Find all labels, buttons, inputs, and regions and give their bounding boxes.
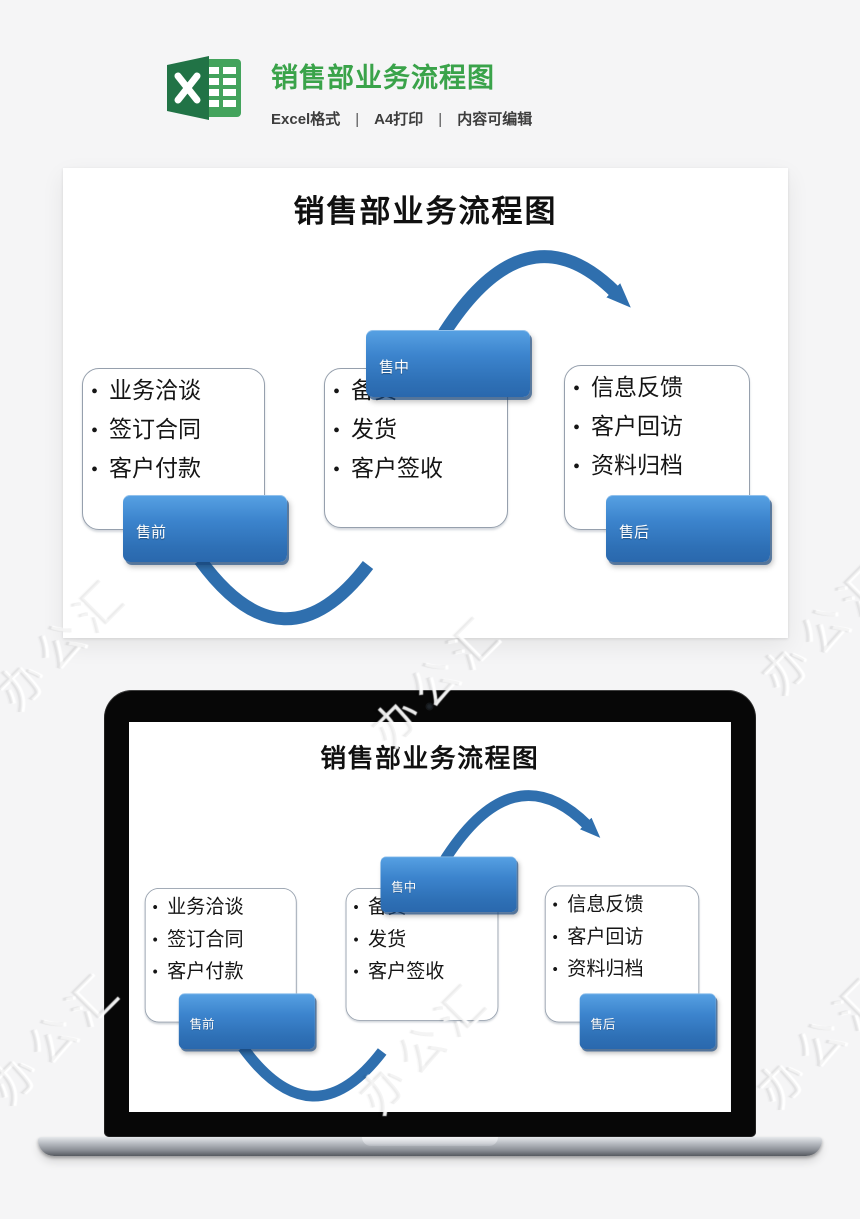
- meta-editable: 内容可编辑: [457, 111, 533, 128]
- meta-print: A4打印: [374, 111, 424, 128]
- template-meta: Excel格式 | A4打印 | 内容可编辑: [271, 108, 532, 129]
- flow-arrows: [238, 790, 601, 1102]
- bullet-icon: •: [91, 420, 99, 442]
- stage-tab-midsale: 售中: [366, 330, 530, 397]
- slide-title: 销售部业务流程图: [320, 743, 540, 773]
- bullet-icon: •: [353, 931, 359, 950]
- arrow-mid-to-after: [435, 250, 631, 342]
- arc-pre-to-mid: [194, 556, 374, 626]
- list-item: •信息反馈: [573, 369, 749, 408]
- bullet-icon: •: [91, 459, 99, 481]
- slide-preview-card: 销售部业务流程图 •业务洽谈 •签订合同 •客户付款 •备货 •发货 •客户签收…: [63, 168, 788, 638]
- list-item: •客户付款: [152, 956, 296, 988]
- list-item: •信息反馈: [552, 889, 698, 921]
- list-item: •客户回访: [552, 921, 698, 953]
- watermark: 办公汇: [745, 964, 860, 1118]
- list-item: •业务洽谈: [91, 372, 264, 411]
- stage-tab-midsale: 售中: [380, 856, 517, 913]
- bullet-icon: •: [573, 378, 581, 400]
- bullet-icon: •: [353, 898, 359, 918]
- bullet-icon: •: [91, 381, 99, 403]
- excel-icon: [167, 56, 241, 120]
- meta-separator: |: [355, 111, 360, 128]
- bullet-icon: •: [152, 898, 159, 918]
- arc-pre-to-mid: [238, 1044, 387, 1102]
- template-title: 销售部业务流程图: [271, 63, 495, 93]
- bullet-icon: •: [152, 931, 159, 950]
- slide-title: 销售部业务流程图: [293, 194, 558, 229]
- header-text: 销售部业务流程图 Excel格式 | A4打印 | 内容可编辑: [271, 52, 532, 129]
- bullet-icon: •: [152, 963, 159, 982]
- bullet-icon: •: [552, 928, 559, 947]
- meta-separator: |: [438, 111, 443, 128]
- laptop-base: [38, 1137, 822, 1156]
- flowchart-slide-laptop: 销售部业务流程图 •业务洽谈 •签订合同 •客户付款 •备货 •发货 •客户签收: [129, 722, 731, 1112]
- list-item: •签订合同: [152, 924, 296, 956]
- stage-tab-presale: 售前: [178, 993, 315, 1050]
- list-item: •发货: [353, 924, 497, 956]
- bullet-icon: •: [552, 896, 559, 915]
- list-item: •客户签收: [333, 450, 507, 489]
- bullet-icon: •: [333, 381, 341, 403]
- laptop-screen: 销售部业务流程图 •业务洽谈 •签订合同 •客户付款 •备货 •发货 •客户签收: [129, 722, 731, 1112]
- list-item: •资料归档: [552, 954, 698, 986]
- laptop-notch: [362, 1137, 498, 1146]
- list-item: •发货: [333, 411, 507, 450]
- list-item: •客户回访: [573, 408, 749, 447]
- bullet-icon: •: [552, 961, 559, 980]
- list-item: •业务洽谈: [152, 891, 296, 923]
- bullet-icon: •: [353, 963, 359, 982]
- flowchart-slide: 销售部业务流程图 •业务洽谈 •签订合同 •客户付款 •备货 •发货 •客户签收…: [63, 168, 788, 638]
- bullet-icon: •: [573, 417, 581, 439]
- bullet-icon: •: [333, 459, 341, 481]
- meta-format: Excel格式: [271, 111, 341, 128]
- stage-tab-aftersale: 售后: [606, 495, 770, 562]
- webcam-icon: [426, 703, 433, 710]
- laptop-mockup: 销售部业务流程图 •业务洽谈 •签订合同 •客户付款 •备货 •发货 •客户签收: [104, 690, 756, 1137]
- bullet-icon: •: [573, 456, 581, 478]
- list-item: •客户付款: [91, 450, 264, 489]
- list-item: •签订合同: [91, 411, 264, 450]
- arrow-mid-to-after: [438, 790, 601, 866]
- list-item: •资料归档: [573, 447, 749, 486]
- stage-tab-aftersale: 售后: [579, 993, 716, 1050]
- stage-tab-presale: 售前: [123, 495, 287, 562]
- flow-arrows: [194, 250, 631, 626]
- bullet-icon: •: [333, 420, 341, 442]
- list-item: •客户签收: [353, 956, 497, 988]
- page-header: 销售部业务流程图 Excel格式 | A4打印 | 内容可编辑: [163, 52, 532, 129]
